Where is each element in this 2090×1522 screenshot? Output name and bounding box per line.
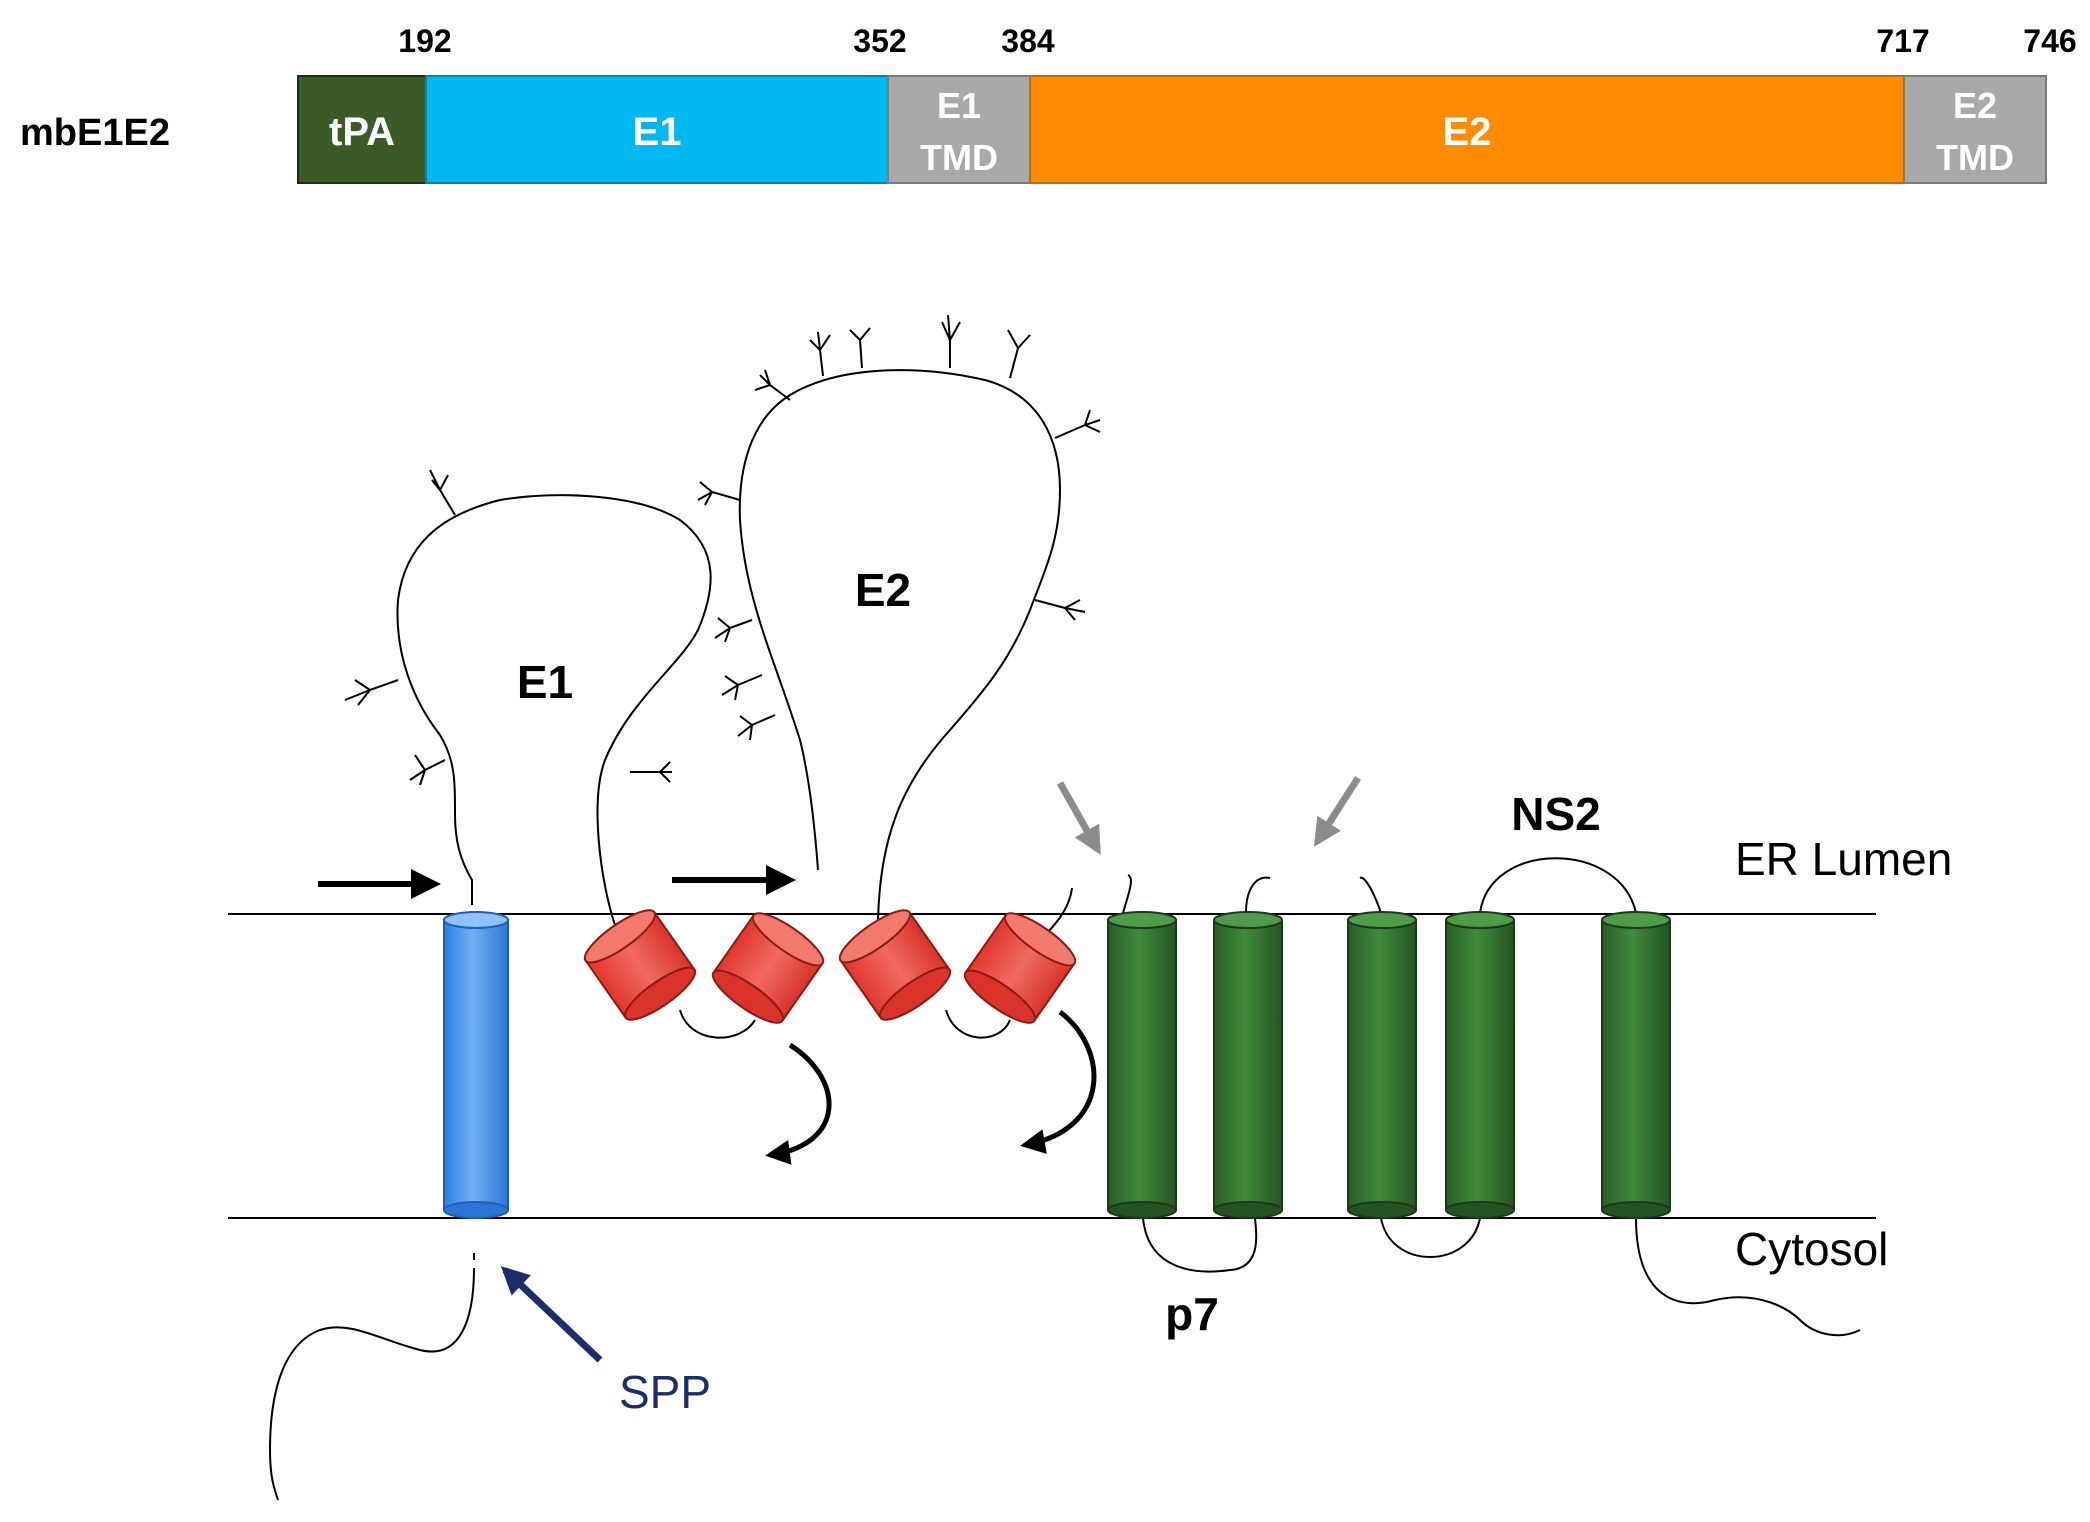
e1-tmd-cylinder-1 <box>583 909 697 1021</box>
segment-e1: E1 <box>425 75 889 184</box>
segment-e2-tmd: E2 TMD <box>1903 75 2047 184</box>
curved-arrow-icon <box>1020 1010 1097 1154</box>
p7-helix-2 <box>1213 911 1283 1219</box>
construct-map: mbE1E2 192 352 384 717 746 tPA E1 E1 TMD… <box>20 23 2077 184</box>
ns2-helix-2 <box>1445 911 1515 1219</box>
ns2-helix-1 <box>1347 911 1417 1219</box>
segment-label: E2 <box>1443 110 1492 154</box>
e2-tmd-cylinder-1 <box>838 909 952 1021</box>
gray-cleavage-arrow-icon <box>1313 776 1361 847</box>
position-label: 746 <box>2023 23 2076 59</box>
segment-e2: E2 <box>1029 75 1905 184</box>
er-lumen-label: ER Lumen <box>1735 833 1952 885</box>
segment-label: TMD <box>1936 137 2014 178</box>
e2-label: E2 <box>855 564 911 616</box>
segment-label: tPA <box>329 110 395 154</box>
p7-label: p7 <box>1165 1288 1219 1340</box>
spp-arrow-icon <box>500 1266 603 1363</box>
segment-e1-tmd: E1 TMD <box>887 75 1031 184</box>
position-label: 384 <box>1001 23 1055 59</box>
e2-tmd-cylinder-2 <box>963 912 1077 1024</box>
segment-label: TMD <box>920 137 998 178</box>
er-membrane <box>228 913 1876 1219</box>
segment-label: E1 <box>633 110 682 154</box>
curved-arrow-icon <box>765 1042 832 1165</box>
glycan-branches <box>344 314 1101 786</box>
polypeptide-chain <box>268 369 1861 1501</box>
cytosol-label: Cytosol <box>1735 1223 1888 1275</box>
spp-label: SPP <box>619 1366 711 1418</box>
ns2-label: NS2 <box>1511 788 1600 840</box>
e1-tmd-cylinder-2 <box>711 912 825 1024</box>
e1-label: E1 <box>517 656 573 708</box>
p7-helix-1 <box>1107 911 1177 1219</box>
position-label: 717 <box>1876 23 1929 59</box>
position-label: 352 <box>853 23 906 59</box>
spp-helix <box>443 911 509 1219</box>
segment-tpa: tPA <box>297 75 427 184</box>
construct-label: mbE1E2 <box>20 112 170 154</box>
segment-label: E2 <box>1953 85 1997 126</box>
gray-cleavage-arrow-icon <box>1056 781 1102 855</box>
ns2-helix-3 <box>1601 911 1671 1219</box>
position-label: 192 <box>398 23 451 59</box>
segment-label: E1 <box>937 85 981 126</box>
